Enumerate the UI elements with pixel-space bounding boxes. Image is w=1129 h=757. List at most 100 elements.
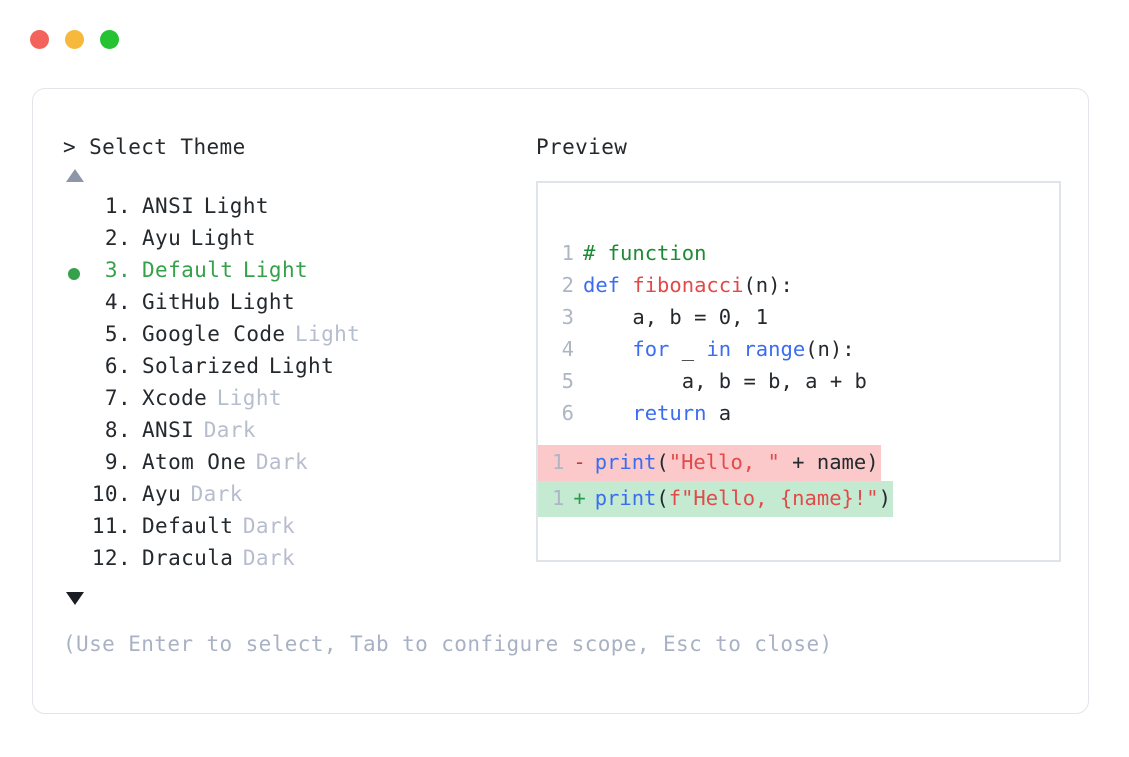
preview-title: Preview <box>536 135 628 159</box>
diff-line-source: print(f"Hello, {name}!") <box>595 486 891 510</box>
code-token-comment: # function <box>583 241 707 265</box>
code-token-kw: print <box>594 486 657 510</box>
theme-item-index: 3. <box>104 258 131 282</box>
theme-list-item[interactable]: 8. ANSI Dark <box>63 418 533 450</box>
code-token-plain: ) <box>878 486 891 510</box>
code-token-str: f"Hello, {name}!" <box>668 486 879 510</box>
theme-item-name: ANSI <box>142 418 195 442</box>
diff-line-number: 1 <box>552 486 565 510</box>
code-line-number: 1 <box>561 241 574 265</box>
code-line: 5 a, b = b, a + b <box>552 365 867 397</box>
bullet-placeholder <box>63 386 85 418</box>
code-token-kw: def <box>583 273 633 297</box>
code-line-number: 6 <box>561 401 574 425</box>
code-line-source: def fibonacci(n): <box>574 273 793 297</box>
theme-item-variant: Light <box>242 258 309 282</box>
bullet-placeholder <box>63 514 85 546</box>
theme-item-index: 9. <box>104 450 131 474</box>
diff-lines: 1-print("Hello, " + name)1+print(f"Hello… <box>538 445 893 517</box>
bullet-placeholder <box>63 354 85 386</box>
theme-item-index: 4. <box>104 290 131 314</box>
theme-item-name: Xcode <box>142 386 208 410</box>
theme-item-index: 12. <box>91 546 131 570</box>
theme-item-name: Atom One <box>142 450 247 474</box>
theme-item-index: 6. <box>104 354 131 378</box>
prompt-row: > Select Theme <box>63 135 533 159</box>
diff-deleted-line: 1-print("Hello, " + name) <box>538 445 881 481</box>
code-token-plain: ( <box>656 450 669 474</box>
code-token-plain: (n): <box>805 337 855 361</box>
code-token-kw: print <box>594 450 657 474</box>
code-token-plain <box>583 337 632 361</box>
code-token-kw: in range <box>706 337 806 361</box>
code-line-source: return a <box>574 401 731 425</box>
minimize-window-button[interactable] <box>65 30 84 49</box>
code-line: 3 a, b = 0, 1 <box>552 301 867 333</box>
theme-item-name: Ayu <box>142 226 182 250</box>
theme-item-name: Dracula <box>142 546 234 570</box>
keyboard-hint: (Use Enter to select, Tab to configure s… <box>63 632 833 656</box>
theme-item-variant: Dark <box>203 418 256 442</box>
theme-list-item[interactable]: 9. Atom One Dark <box>63 450 533 482</box>
code-token-plain <box>583 401 632 425</box>
diff-plus-icon: + <box>573 486 586 510</box>
maximize-window-button[interactable] <box>100 30 119 49</box>
theme-item-variant: Light <box>216 386 282 410</box>
bullet-placeholder <box>63 418 85 450</box>
page-title: Select Theme <box>89 135 246 159</box>
code-line-number: 4 <box>561 337 574 361</box>
bullet-placeholder <box>63 322 85 354</box>
theme-item-variant: Dark <box>255 450 309 474</box>
bullet-placeholder <box>63 482 85 514</box>
code-token-kw: return <box>632 401 707 425</box>
code-token-kw: for <box>632 337 670 361</box>
code-token-plain: (n): <box>743 273 793 297</box>
code-token-plain: + name) <box>779 450 879 474</box>
theme-item-name: GitHub <box>142 290 221 314</box>
theme-item-index: 11. <box>91 514 131 538</box>
bullet-placeholder <box>63 226 85 258</box>
theme-item-variant: Dark <box>190 482 243 506</box>
window-traffic-lights <box>30 30 119 49</box>
diff-minus-icon: - <box>573 450 586 474</box>
theme-item-variant: Light <box>203 194 269 218</box>
theme-item-index: 8. <box>104 418 131 442</box>
code-line-number: 3 <box>561 305 574 329</box>
triangle-down-icon[interactable] <box>66 592 84 605</box>
diff-line-number: 1 <box>552 450 565 474</box>
diff-line-source: print("Hello, " + name) <box>595 450 879 474</box>
code-line: 6 return a <box>552 397 867 429</box>
code-token-plain: ( <box>656 486 669 510</box>
code-token-plain: a <box>706 401 732 425</box>
code-token-plain: _ <box>669 337 707 361</box>
selected-bullet-icon <box>63 258 85 290</box>
code-token-plain: a, b = b, a + b <box>583 369 867 393</box>
theme-item-index: 2. <box>104 226 131 250</box>
triangle-up-icon[interactable] <box>66 169 84 182</box>
theme-item-index: 10. <box>91 482 131 506</box>
theme-item-variant: Light <box>294 322 361 346</box>
theme-item-variant: Light <box>268 354 335 378</box>
code-line-source: a, b = 0, 1 <box>574 305 768 329</box>
code-line-source: for _ in range(n): <box>574 337 855 361</box>
close-window-button[interactable] <box>30 30 49 49</box>
code-line: 4 for _ in range(n): <box>552 333 867 365</box>
code-token-fn: fibonacci <box>632 273 744 297</box>
